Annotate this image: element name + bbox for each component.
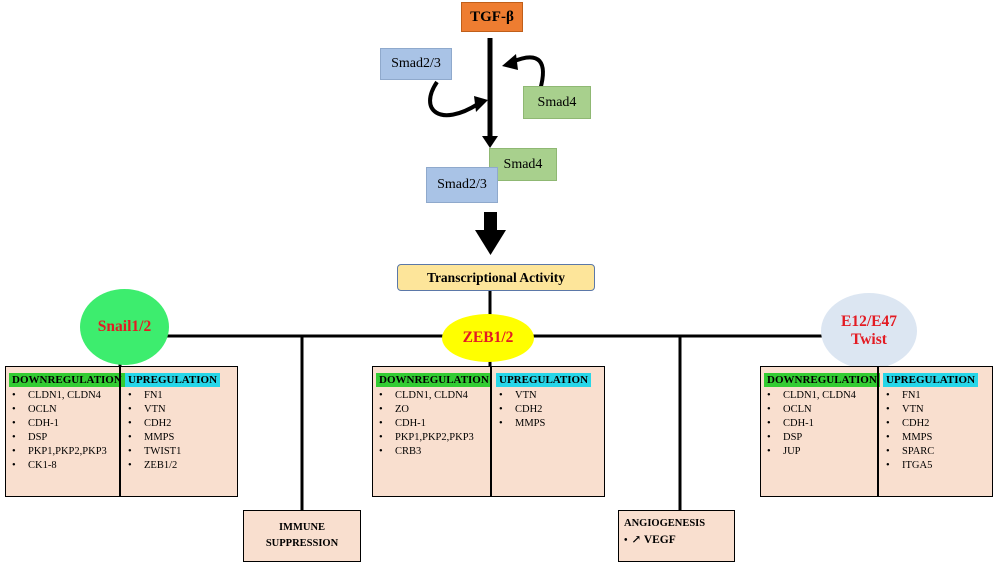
snail-down-column: DOWNREGULATION CLDN1, CLDN4 OCLN CDH-1 D… bbox=[6, 367, 126, 496]
zeb-down-list: CLDN1, CLDN4 ZO CDH-1 PKP1,PKP2,PKP3 CRB… bbox=[376, 389, 493, 460]
snail-up-column: UPREGULATION FN1 VTN CDH2 MMPS TWIST1 ZE… bbox=[122, 367, 237, 496]
smad4-lower-box: Smad4 bbox=[489, 148, 557, 181]
list-item: CDH2 bbox=[496, 403, 600, 417]
vegf-label: VEGF bbox=[643, 534, 676, 546]
zeb-ellipse: ZEB1/2 bbox=[442, 314, 534, 362]
list-item: CDH-1 bbox=[9, 417, 122, 431]
angiogenesis-title: ANGIOGENESIS bbox=[624, 518, 706, 529]
tgf-beta-box: TGF-β bbox=[461, 2, 523, 32]
twist-down-list: CLDN1, CLDN4 OCLN CDH-1 DSP JUP bbox=[764, 389, 880, 460]
snail-ellipse: Snail1/2 bbox=[80, 289, 169, 365]
zeb-up-column: UPREGULATION VTN CDH2 MMPS bbox=[493, 367, 604, 496]
list-item: ZO bbox=[376, 403, 493, 417]
twist-label-line2: Twist bbox=[851, 331, 887, 348]
zeb-down-header: DOWNREGULATION bbox=[376, 373, 492, 387]
twist-ellipse: E12/E47 Twist bbox=[821, 293, 917, 369]
list-item: OCLN bbox=[764, 403, 880, 417]
list-item: SPARC bbox=[883, 445, 988, 459]
snail-up-list: FN1 VTN CDH2 MMPS TWIST1 ZEB1/2 bbox=[125, 389, 233, 474]
zeb-divider bbox=[490, 367, 492, 496]
list-item: FN1 bbox=[883, 389, 988, 403]
immune-line1: IMMUNE bbox=[278, 522, 326, 533]
twist-up-column: UPREGULATION FN1 VTN CDH2 MMPS SPARC ITG… bbox=[880, 367, 992, 496]
main-arrow-head bbox=[482, 136, 498, 148]
smad23-curve-arrow bbox=[428, 80, 480, 118]
snail-gene-panel: DOWNREGULATION CLDN1, CLDN4 OCLN CDH-1 D… bbox=[5, 366, 238, 497]
list-item: CDH2 bbox=[883, 417, 988, 431]
smad4-curve-arrow bbox=[511, 55, 545, 91]
list-item: CLDN1, CLDN4 bbox=[764, 389, 880, 403]
list-item: CK1-8 bbox=[9, 459, 122, 473]
twist-down-column: DOWNREGULATION CLDN1, CLDN4 OCLN CDH-1 D… bbox=[761, 367, 884, 496]
immune-line2: SUPPRESSION bbox=[265, 538, 339, 549]
list-item: FN1 bbox=[125, 389, 233, 403]
immune-suppression-box: IMMUNE SUPPRESSION bbox=[243, 510, 361, 562]
snail-down-header: DOWNREGULATION bbox=[9, 373, 125, 387]
transcriptional-activity-box: Transcriptional Activity bbox=[397, 264, 595, 291]
list-item: TWIST1 bbox=[125, 445, 233, 459]
angiogenesis-box: ANGIOGENESIS •↗ VEGF bbox=[618, 510, 735, 562]
list-item: MMPS bbox=[883, 431, 988, 445]
smad23-lower-box: Smad2/3 bbox=[426, 167, 498, 203]
zeb-up-list: VTN CDH2 MMPS bbox=[496, 389, 600, 431]
list-item: DSP bbox=[9, 431, 122, 445]
twist-gene-panel: DOWNREGULATION CLDN1, CLDN4 OCLN CDH-1 D… bbox=[760, 366, 993, 497]
angiogenesis-item: •↗ VEGF bbox=[624, 534, 676, 546]
list-item: PKP1,PKP2,PKP3 bbox=[9, 445, 122, 459]
list-item: CLDN1, CLDN4 bbox=[376, 389, 493, 403]
smad23-upper-box: Smad2/3 bbox=[380, 48, 452, 80]
list-item: ITGA5 bbox=[883, 459, 988, 473]
list-item: ZEB1/2 bbox=[125, 459, 233, 473]
increase-arrow-icon: ↗ bbox=[631, 534, 642, 546]
twist-up-header: UPREGULATION bbox=[883, 373, 979, 387]
list-item: JUP bbox=[764, 445, 880, 459]
list-item: PKP1,PKP2,PKP3 bbox=[376, 431, 493, 445]
list-item: CDH2 bbox=[125, 417, 233, 431]
smad4-upper-box: Smad4 bbox=[523, 86, 591, 119]
list-item: MMPS bbox=[496, 417, 600, 431]
list-item: DSP bbox=[764, 431, 880, 445]
snail-down-list: CLDN1, CLDN4 OCLN CDH-1 DSP PKP1,PKP2,PK… bbox=[9, 389, 122, 474]
snail-divider bbox=[119, 367, 121, 496]
zeb-down-column: DOWNREGULATION CLDN1, CLDN4 ZO CDH-1 PKP… bbox=[373, 367, 497, 496]
twist-divider bbox=[877, 367, 879, 496]
list-item: CDH-1 bbox=[376, 417, 493, 431]
block-arrow-shaft bbox=[484, 212, 497, 232]
twist-label-line1: E12/E47 bbox=[841, 313, 897, 331]
list-item: CDH-1 bbox=[764, 417, 880, 431]
list-item: VTN bbox=[883, 403, 988, 417]
zeb-label: ZEB1/2 bbox=[462, 329, 514, 347]
list-item: VTN bbox=[496, 389, 600, 403]
snail-label: Snail1/2 bbox=[97, 318, 152, 336]
list-item: CLDN1, CLDN4 bbox=[9, 389, 122, 403]
block-arrow-head bbox=[475, 230, 506, 255]
twist-down-header: DOWNREGULATION bbox=[764, 373, 880, 387]
zeb-gene-panel: DOWNREGULATION CLDN1, CLDN4 ZO CDH-1 PKP… bbox=[372, 366, 605, 497]
zeb-up-header: UPREGULATION bbox=[496, 373, 592, 387]
list-item: CRB3 bbox=[376, 445, 493, 459]
list-item: VTN bbox=[125, 403, 233, 417]
twist-up-list: FN1 VTN CDH2 MMPS SPARC ITGA5 bbox=[883, 389, 988, 474]
list-item: MMPS bbox=[125, 431, 233, 445]
list-item: OCLN bbox=[9, 403, 122, 417]
snail-up-header: UPREGULATION bbox=[125, 373, 221, 387]
